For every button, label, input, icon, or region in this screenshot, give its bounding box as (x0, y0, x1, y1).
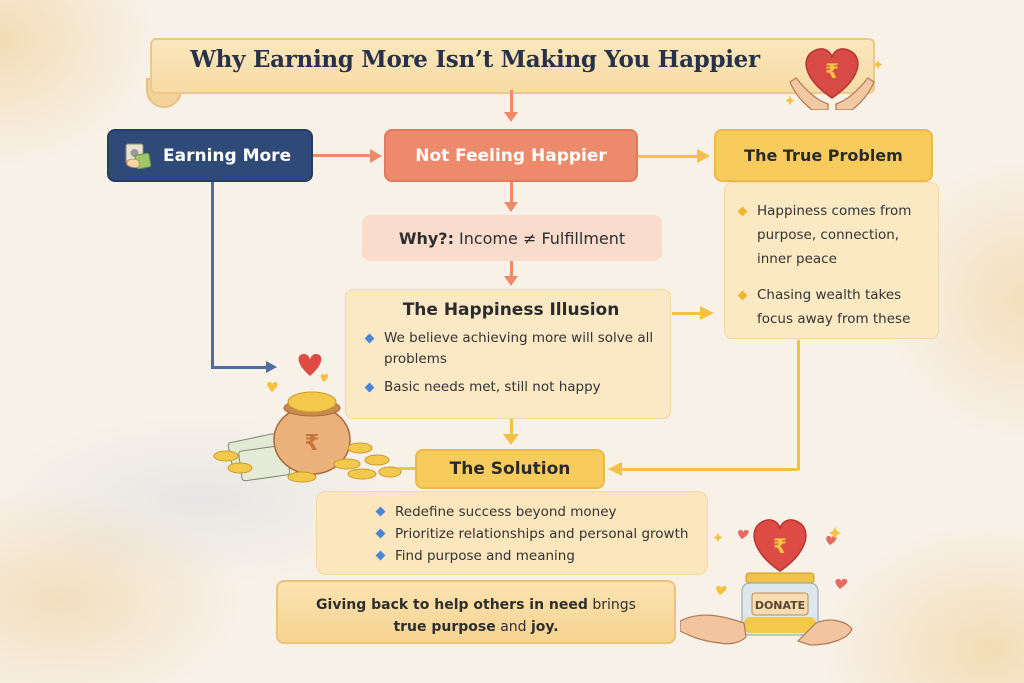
svg-text:₹: ₹ (773, 534, 787, 558)
page-title: Why Earning More Isn’t Making You Happie… (190, 46, 760, 73)
node-earning-more: Earning More (107, 129, 313, 182)
arrow-title-to-notfeeling (510, 90, 513, 114)
node-true-problem: The True Problem (714, 129, 933, 182)
arrowhead-down (503, 434, 519, 445)
node-happiness-illusion: The Happiness Illusion We believe achiev… (345, 289, 671, 419)
giving-back-line-1: Giving back to help others in need bring… (278, 594, 674, 616)
solution-body: Redefine success beyond money Prioritize… (316, 491, 708, 575)
arrowhead-down (504, 112, 518, 122)
arrowhead-right (370, 149, 382, 163)
arrow-illusion-to-trueproblem (672, 312, 702, 315)
money-icon (123, 141, 153, 171)
arrow-earning-to-notfeeling (313, 154, 373, 157)
arrowhead-down (504, 276, 518, 286)
giving-bold-2: true purpose (393, 619, 496, 635)
giving-back-line-2: true purpose and joy. (278, 616, 674, 638)
list-item: Redefine success beyond money (377, 501, 697, 523)
happiness-illusion-bullets: We believe achieving more will solve all… (366, 328, 656, 398)
solution-connector (398, 467, 416, 470)
node-not-feeling-happier: Not Feeling Happier (384, 129, 638, 182)
true-problem-title: The True Problem (744, 146, 903, 165)
solution-bullets: Redefine success beyond money Prioritize… (377, 501, 697, 567)
list-item: Find purpose and meaning (377, 545, 697, 567)
svg-text:₹: ₹ (825, 59, 839, 83)
earning-more-label: Earning More (163, 145, 292, 166)
arrow-earning-to-pot (211, 366, 269, 369)
svg-text:₹: ₹ (304, 431, 319, 456)
list-item: Happiness comes from purpose, connection… (739, 199, 928, 271)
arrowhead-left (608, 462, 622, 476)
svg-text:DONATE: DONATE (755, 599, 805, 612)
arrow-notfeeling-to-why (510, 182, 513, 204)
arrow-earning-down (211, 182, 214, 368)
arrow-why-to-illusion (510, 261, 513, 277)
list-item: Chasing wealth takes focus away from the… (739, 283, 928, 331)
giving-normal-1: brings (592, 597, 636, 613)
giving-back-banner: Giving back to help others in need bring… (276, 580, 676, 644)
node-the-solution: The Solution (415, 449, 605, 489)
arrow-trueproblem-down (797, 340, 800, 470)
heart-hands-icon: ₹ (782, 38, 883, 111)
why-text: Income ≠ Fulfillment (458, 228, 626, 248)
happiness-illusion-title: The Happiness Illusion (402, 300, 620, 320)
true-problem-body: Happiness comes from purpose, connection… (724, 182, 939, 339)
donate-jar-icon: ₹ DONATE (679, 505, 870, 650)
title-banner (150, 38, 875, 94)
giving-bold-1: Giving back to help others in need (316, 597, 588, 613)
arrowhead-right (700, 306, 714, 320)
list-item: We believe achieving more will solve all… (366, 328, 656, 370)
true-problem-bullets: Happiness comes from purpose, connection… (739, 199, 928, 331)
arrow-illusion-to-solution (510, 419, 513, 435)
why-prefix: Why?: (398, 228, 454, 248)
list-item: Prioritize relationships and personal gr… (377, 523, 697, 545)
node-why: Why?: Income ≠ Fulfillment (362, 215, 662, 261)
arrowhead-right (266, 361, 277, 373)
not-feeling-happier-label: Not Feeling Happier (415, 145, 607, 166)
arrow-notfeeling-to-trueproblem (638, 155, 700, 158)
pot-of-gold-icon: ₹ (212, 352, 402, 487)
arrowhead-down (504, 202, 518, 212)
arrow-trueproblem-to-solution (620, 468, 800, 471)
giving-normal-2: and (500, 619, 527, 635)
solution-title: The Solution (449, 459, 571, 479)
giving-bold-3: joy. (530, 619, 559, 635)
list-item: Basic needs met, still not happy (366, 377, 656, 398)
arrowhead-right (697, 149, 710, 163)
